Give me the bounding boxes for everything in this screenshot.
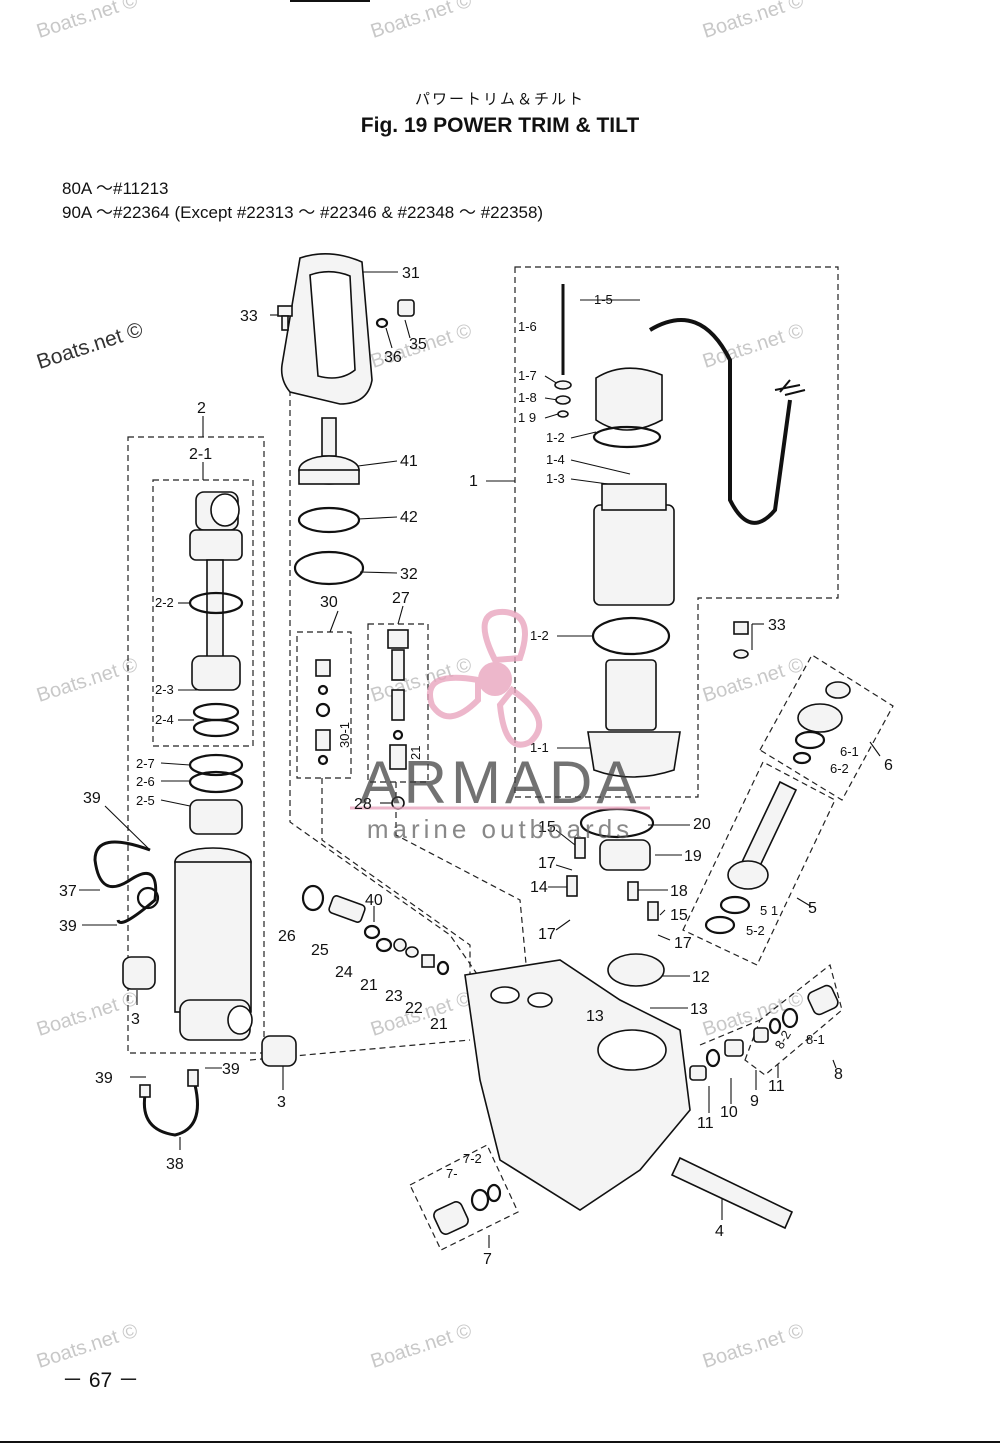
group-box-6 <box>759 654 894 801</box>
label-1-1: 1-1 <box>530 740 549 755</box>
label-27-1: 21 <box>408 746 423 760</box>
label-40: 40 <box>365 892 383 909</box>
label-2: 2 <box>197 400 206 417</box>
label-3: 3 <box>131 1011 140 1028</box>
label-6-2: 6-2 <box>830 761 849 776</box>
bottom-rule <box>0 1441 1000 1443</box>
label-2-6: 2-6 <box>136 774 155 789</box>
pump-manifold <box>464 959 691 1211</box>
label-26: 26 <box>278 928 296 945</box>
top-rule <box>290 0 370 2</box>
label-41: 41 <box>400 453 418 470</box>
japanese-title: パワートリム＆チルト <box>414 91 585 108</box>
label-5: 5 <box>808 900 817 917</box>
group-box-7 <box>409 1144 519 1251</box>
label-17: 17 <box>538 855 556 872</box>
label-18: 18 <box>670 883 688 900</box>
label-1-5: 1-5 <box>594 292 613 307</box>
label-6-1: 6-1 <box>840 744 859 759</box>
label-2-3: 2-3 <box>155 682 174 697</box>
group-box-5 <box>682 761 836 966</box>
group-box-2 <box>127 436 265 1054</box>
label-23: 23 <box>385 988 403 1005</box>
label-1-3: 1-3 <box>546 471 565 486</box>
label-13: 13 <box>690 1001 708 1018</box>
label-2-4: 2-4 <box>155 712 174 727</box>
label-15: 15 <box>538 819 556 836</box>
label-1-2: 1-2 <box>546 430 565 445</box>
label-6: 6 <box>884 757 893 774</box>
label-2-2: 2-2 <box>155 595 174 610</box>
label-30: 30 <box>320 594 338 611</box>
label-17: 17 <box>538 926 556 943</box>
label-8-2: 8-2 <box>772 1028 794 1052</box>
label-21: 21 <box>430 1016 448 1033</box>
label-22: 22 <box>405 1000 423 1017</box>
label-33: 33 <box>768 617 786 634</box>
label-12: 12 <box>692 969 710 986</box>
label-42: 42 <box>400 509 418 526</box>
label-11: 11 <box>768 1078 785 1095</box>
label-39: 39 <box>95 1070 113 1087</box>
label-27: 27 <box>392 590 410 607</box>
label-25: 25 <box>311 942 329 959</box>
group-box-1 <box>514 266 839 798</box>
label-1-7: 1-7 <box>518 368 537 383</box>
label-3: 3 <box>277 1094 286 1111</box>
label-1: 1 <box>469 473 478 490</box>
label-8: 8 <box>834 1066 843 1083</box>
armada-logo-text: ARMADA <box>359 749 641 816</box>
applicability-line-2: 90A ～#22364 (Except #22313 ～ #22346 & #2… <box>62 203 544 222</box>
leader-lines <box>79 271 881 1248</box>
label-28: 28 <box>354 796 372 813</box>
label-14: 14 <box>530 879 548 896</box>
label-5-2: 5-2 <box>746 923 765 938</box>
label-39: 39 <box>222 1061 240 1078</box>
label-1-4: 1-4 <box>546 452 565 467</box>
label-36: 36 <box>384 349 402 366</box>
label-2-5: 2-5 <box>136 793 155 808</box>
label-13: 13 <box>586 1008 604 1025</box>
armada-logo-tagline: marine outboards <box>366 814 634 844</box>
label-20: 20 <box>693 816 711 833</box>
label-1-9: 1 9 <box>518 410 536 425</box>
group-box-8 <box>744 963 843 1076</box>
label-39: 39 <box>59 918 77 935</box>
label-7-1: 7- <box>446 1166 458 1181</box>
armada-propeller-logo <box>350 608 650 810</box>
label-32: 32 <box>400 566 418 583</box>
label-4: 4 <box>715 1223 724 1240</box>
label-37: 37 <box>59 883 77 900</box>
label-30-1: 30-1 <box>337 722 352 748</box>
page-number: － 67 － <box>62 1369 140 1392</box>
label-38: 38 <box>166 1156 184 1173</box>
applicability-line-1: 80A ～#11213 <box>62 179 169 198</box>
label-2-1: 2-1 <box>189 446 212 463</box>
label-1-6: 1-6 <box>518 319 537 334</box>
label-9: 9 <box>750 1093 759 1110</box>
label-11: 11 <box>697 1115 714 1132</box>
label-5-1: 5 1 <box>760 903 778 918</box>
figure-title: Fig. 19 POWER TRIM & TILT <box>360 114 640 137</box>
label-7-2: 7-2 <box>463 1151 482 1166</box>
label-1-2: 1-2 <box>530 628 549 643</box>
label-33: 33 <box>240 308 258 325</box>
label-21: 21 <box>360 977 378 994</box>
label-31: 31 <box>402 265 420 282</box>
label-7: 7 <box>483 1251 492 1268</box>
label-8-1: 8-1 <box>806 1032 825 1047</box>
label-1-8: 1-8 <box>518 390 537 405</box>
label-24: 24 <box>335 964 353 981</box>
label-10: 10 <box>720 1104 738 1121</box>
label-35: 35 <box>409 336 427 353</box>
label-39: 39 <box>83 790 101 807</box>
label-2-7: 2-7 <box>136 756 155 771</box>
label-19: 19 <box>684 848 702 865</box>
label-17: 17 <box>674 935 692 952</box>
label-15: 15 <box>670 907 688 924</box>
part-labels: 31 33 35 36 41 42 32 2 2-1 2-2 2-3 2-4 2… <box>59 265 893 1268</box>
